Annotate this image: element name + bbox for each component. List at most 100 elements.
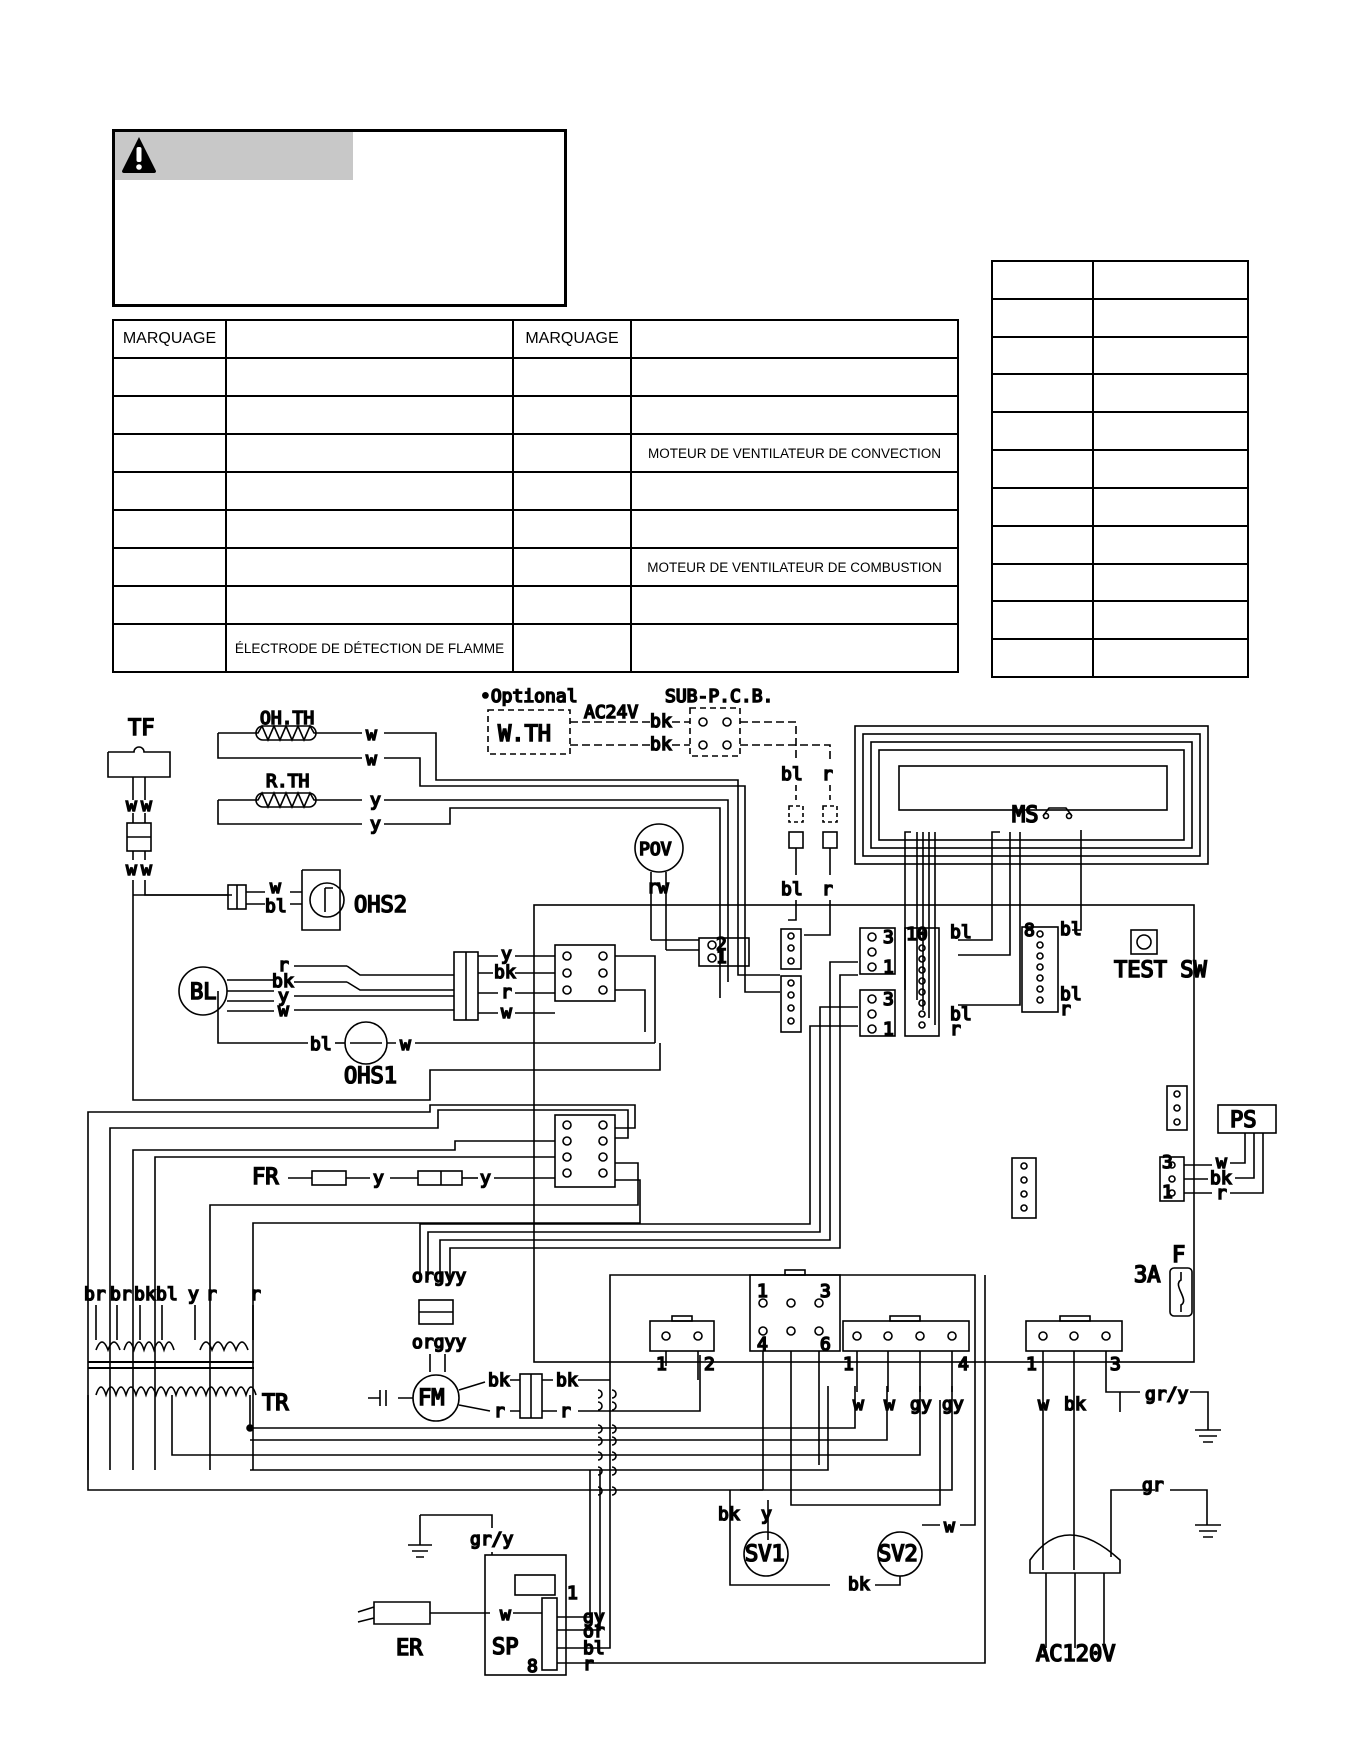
sub-pcb: SUB-P.C.B. bl r bl r — [664, 685, 838, 936]
sp-wire-r: r — [583, 1654, 594, 1675]
wire-color-table — [991, 260, 1249, 678]
pin-1: 1 — [656, 1354, 667, 1375]
legend-component — [225, 395, 514, 435]
fm-wire-bk: bk — [488, 1370, 510, 1391]
tr-connector — [87, 1104, 641, 1470]
pin-8: 8 — [1024, 920, 1035, 941]
pin-10: 10 — [906, 924, 928, 945]
color-row — [991, 449, 1249, 489]
pin-1: 1 — [567, 1583, 578, 1604]
control-panel-ms: MS bl bl r — [854, 725, 1209, 1041]
fuse-f: F 3A — [1133, 1242, 1193, 1317]
legend-marking — [512, 623, 632, 673]
fm-label: FM — [418, 1386, 445, 1411]
subpcb-wire-r-2: r — [822, 879, 833, 900]
legend-component: MOTEUR DE VENTILATEUR DE COMBUSTION — [630, 547, 959, 587]
pov-valve: POV rw — [634, 823, 699, 951]
sp-label: SP — [492, 1635, 519, 1660]
overheat-switch-ohs1: bl w OHS1 — [217, 991, 655, 1090]
sp-wire-gy: gy — [583, 1607, 605, 1628]
rth-wire-y-1: y — [370, 790, 381, 811]
legend-component: MOTEUR DE VENTILATEUR DE CONVECTION — [630, 433, 959, 473]
legend-marking — [512, 395, 632, 435]
ohs1-label: OHS1 — [344, 1064, 397, 1089]
convection-blower-bl: BL r bk y w y bk r w — [178, 943, 656, 1043]
sv-wire-w: w — [944, 1516, 955, 1537]
component-legend-table: MARQUAGE MARQUAGE MOTEUR DE VENTILATEUR … — [112, 319, 959, 673]
fm-wire-r-2: r — [560, 1401, 571, 1422]
color-name — [1092, 260, 1249, 300]
wth-label: W.TH — [498, 722, 551, 747]
color-name — [1092, 524, 1249, 565]
color-row — [991, 260, 1249, 300]
color-code — [991, 524, 1094, 565]
legend-marking — [112, 433, 227, 473]
rth-label: R.TH — [266, 771, 309, 792]
fm-wire-bk-2: bk — [556, 1370, 578, 1391]
bl-wire-bk-2: bk — [494, 962, 516, 983]
color-row — [991, 600, 1249, 641]
legend-component — [630, 585, 959, 625]
legend-component — [630, 395, 959, 435]
legend-marking — [112, 471, 227, 511]
ohth-wire-w-1: w — [366, 724, 377, 745]
color-row — [991, 335, 1249, 376]
legend-header-marking-2: MARQUAGE — [512, 319, 632, 359]
legend-component — [225, 433, 514, 473]
pov-label: POV — [639, 839, 672, 860]
pov-connector — [698, 937, 750, 967]
bl-wire-y: y — [278, 986, 289, 1007]
fm-wire-orgyy: orgyy — [412, 1266, 466, 1287]
tr-wire-y: y — [188, 1284, 199, 1305]
color-row — [991, 373, 1249, 414]
connector-3pin-b — [859, 989, 896, 1037]
ps-wire-bk: bk — [1210, 1168, 1232, 1189]
ps-label: PS — [1230, 1108, 1257, 1133]
ms-wire-bl-4: bl — [1060, 984, 1082, 1005]
pressure-switch-ps: PS 3 1 w bk r — [1159, 1104, 1277, 1205]
color-name — [1092, 562, 1249, 603]
legend-marking — [512, 357, 632, 397]
legend-marking — [112, 585, 227, 625]
legend-marking — [112, 547, 227, 587]
subpcb-wire-r: r — [822, 764, 833, 785]
color-name — [1092, 335, 1249, 376]
bl-wire-w: w — [278, 1000, 289, 1021]
thermal-fuse-tf: TF w w w w — [107, 715, 661, 1101]
er-label: ER — [396, 1636, 423, 1661]
tf-wire-w-4: w — [141, 859, 152, 880]
wth-wire-bk-1: bk — [650, 711, 672, 732]
room-thermistor-rth: R.TH y y — [217, 770, 729, 998]
fm-wire-orgyy-2: orgyy — [412, 1332, 466, 1353]
combustion-fan-fm: orgyy orgyy FM bk r bk r — [368, 961, 858, 1423]
er-wire-w: w — [500, 1604, 511, 1625]
transformer-tr: br br bk bl y r r TR — [83, 1283, 953, 1491]
color-code — [991, 335, 1094, 376]
legend-component — [630, 471, 959, 511]
legend-row: MOTEUR DE VENTILATEUR DE COMBUSTION — [112, 547, 959, 587]
wth-wire-bk-2: bk — [650, 734, 672, 755]
pin-1: 1 — [716, 947, 727, 968]
flame-rod-fr: FR y y — [251, 1164, 555, 1191]
bl-wire-w-2: w — [501, 1002, 512, 1023]
tr-wire-bk: bk — [134, 1284, 156, 1305]
sv-wire-bk: bk — [718, 1504, 740, 1525]
gas-valves: bk y SV1 SV2 bk w — [609, 1274, 976, 1596]
ohs1-wire-w: w — [400, 1034, 411, 1055]
pcb-connectors-lower: 1 2 1 3 4 6 1 4 1 3 w w gy gy w bk gr/y — [649, 1269, 1221, 1443]
color-row — [991, 411, 1249, 452]
legend-marking — [112, 623, 227, 673]
legend-header-row: MARQUAGE MARQUAGE — [112, 319, 959, 359]
ps-wire-r: r — [1216, 1183, 1227, 1204]
connector-aux-2 — [1011, 1157, 1037, 1219]
tf-wire-w-1: w — [126, 795, 137, 816]
rth-wire-y-2: y — [370, 814, 381, 835]
ohs2-wire-bl: bl — [265, 896, 287, 917]
valve-wire-gy-2: gy — [942, 1394, 964, 1415]
test-switch[interactable] — [1130, 929, 1158, 955]
color-code — [991, 486, 1094, 527]
wire-crossings — [597, 1389, 617, 1496]
ms-connector-8pin — [1021, 926, 1059, 1013]
sv1-label: SV1 — [745, 1542, 785, 1567]
color-code — [991, 411, 1094, 452]
